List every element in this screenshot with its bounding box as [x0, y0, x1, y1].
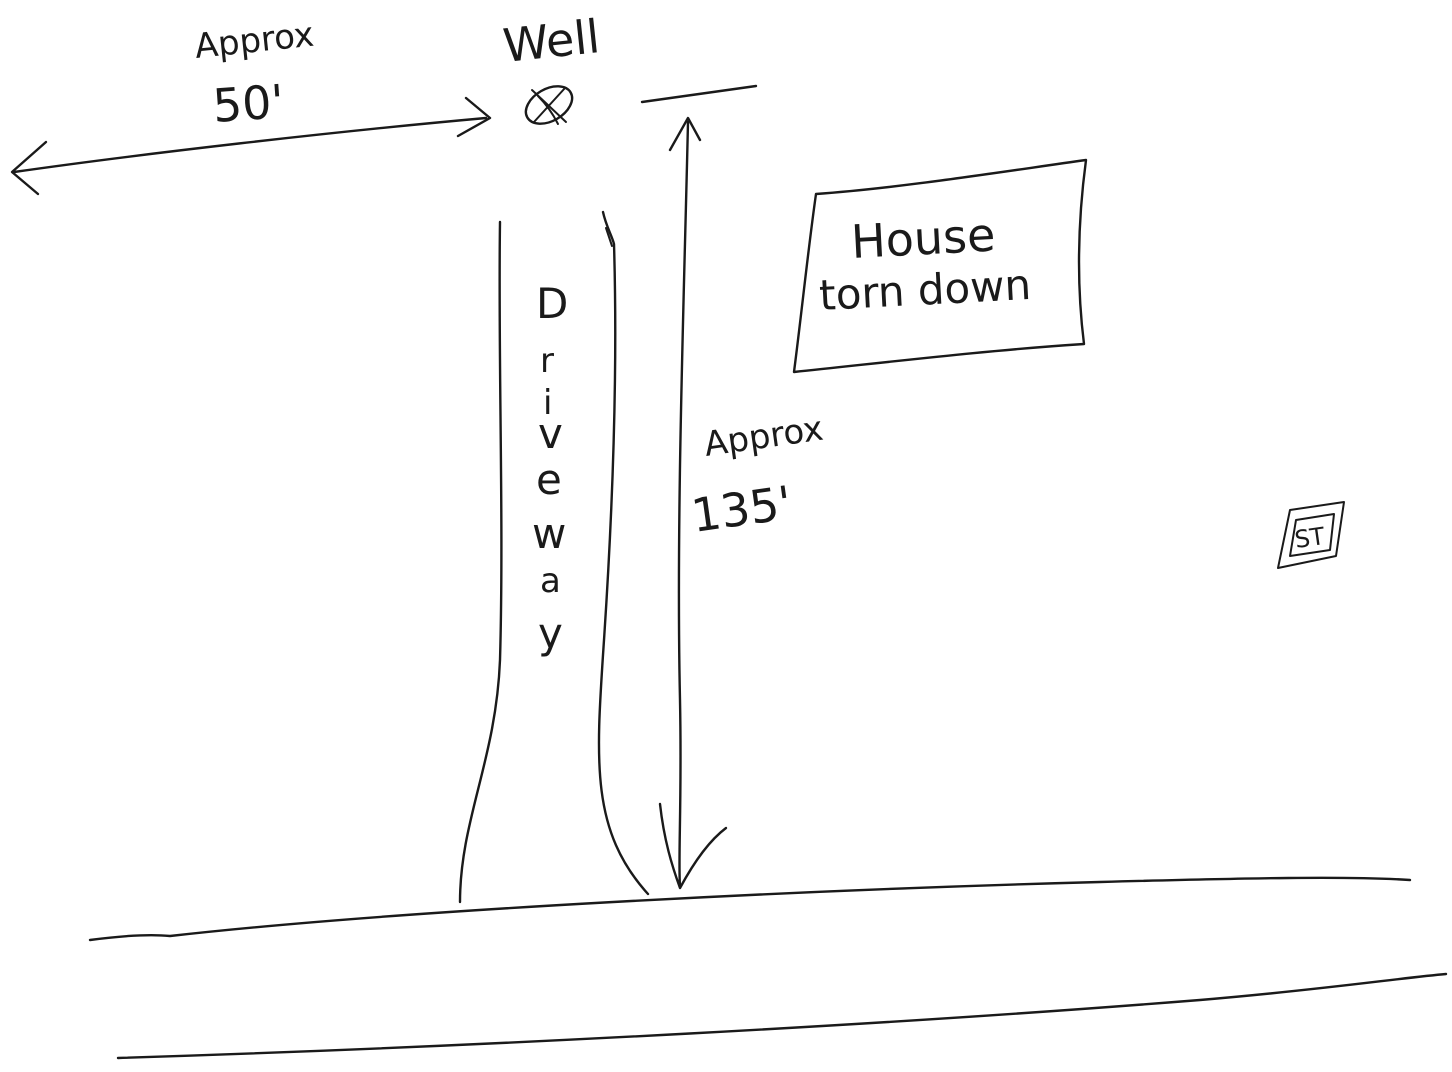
distance-arrow-50 — [10, 96, 492, 196]
driveway-letter: a — [540, 561, 561, 601]
initials-stamp: ST — [1277, 501, 1345, 569]
driveway-letter: e — [536, 455, 562, 504]
house-torn-down-label: torn down — [818, 260, 1032, 320]
well-label: Well — [501, 9, 603, 73]
distance-arrow-135 — [658, 116, 728, 890]
approx-50-distance: 50' — [211, 74, 286, 133]
driveway-letter: i — [543, 383, 552, 423]
house-box: House torn down — [792, 158, 1088, 374]
driveway-letter: D — [536, 279, 568, 328]
driveway-label: D r i v e w a y — [532, 279, 568, 658]
driveway-letter: v — [538, 409, 563, 458]
well-symbol — [524, 85, 574, 125]
driveway-letter: y — [538, 609, 563, 658]
road — [88, 876, 1448, 1060]
initials-label: ST — [1293, 522, 1327, 554]
driveway-letter: r — [540, 341, 554, 381]
well-reference-line — [640, 84, 758, 104]
approx-135-distance: 135' — [688, 475, 795, 542]
approx-50-label: Approx — [193, 15, 316, 67]
driveway — [458, 210, 650, 904]
approx-135-label: Approx — [702, 409, 826, 465]
driveway-letter: w — [532, 509, 566, 558]
house-label: House — [850, 208, 997, 269]
